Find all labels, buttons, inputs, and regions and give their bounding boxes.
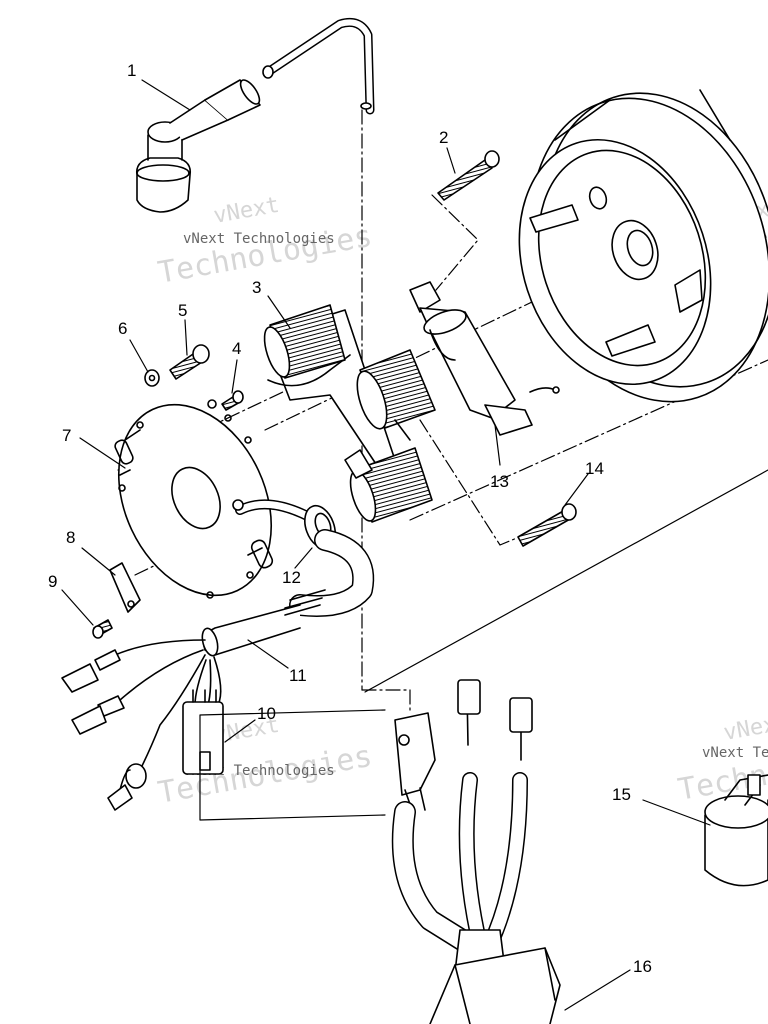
callout-15: 15: [612, 785, 631, 804]
washer-6: [144, 369, 160, 387]
svg-text:vNext: vNext: [212, 193, 282, 229]
svg-text:vNext Technologies: vNext Technologies: [183, 231, 335, 247]
callout-1: 1: [127, 61, 136, 80]
bolt-14: [517, 503, 577, 547]
callout-11: 11: [289, 666, 307, 685]
callout-10: 10: [257, 704, 276, 723]
callout-12: 12: [282, 568, 301, 587]
svg-text:Technologies: Technologies: [155, 219, 375, 291]
callout-6: 6: [118, 319, 127, 338]
coil-upper: [263, 304, 346, 379]
callout-16: 16: [633, 957, 652, 976]
screw-4: [221, 390, 244, 411]
callout-14: 14: [585, 459, 604, 478]
coil-lower: [349, 447, 433, 523]
stator-plate: [114, 399, 274, 599]
watermark-top: vNext Technologies vNext Technologies: [155, 193, 375, 291]
clamp-8: [109, 562, 141, 613]
callout-8: 8: [66, 528, 75, 547]
connector-10: [182, 689, 224, 775]
screw-9: [92, 619, 113, 639]
callout-labels: 1 2 3 4 5 6 7 8 9 10 11 12 13 14 15 16: [48, 61, 652, 976]
harness-leader: [364, 469, 768, 693]
svg-text:vNext Technologies: vNext Technologies: [702, 745, 768, 761]
wire-harness-11: [61, 529, 375, 811]
cdi-unit-16: [391, 679, 561, 1024]
bolt-2: [437, 150, 500, 201]
ignition-coil-15: [704, 774, 768, 887]
callout-2: 2: [439, 128, 448, 147]
stator-coils: [263, 304, 436, 523]
pulser-coil: [409, 281, 560, 436]
callout-4: 4: [232, 339, 241, 358]
callout-5: 5: [178, 301, 187, 320]
callout-9: 9: [48, 572, 57, 591]
callout-3: 3: [252, 278, 261, 297]
group-bracket: [199, 709, 386, 821]
svg-text:vNext: vNext: [722, 710, 768, 746]
callout-13: 13: [490, 472, 509, 491]
coil-middle: [356, 349, 436, 430]
spark-plug-cap: [135, 17, 375, 213]
callout-7: 7: [62, 426, 71, 445]
flywheel: [518, 89, 768, 403]
callout-leaders: [61, 79, 711, 1011]
screw-5: [169, 344, 210, 380]
